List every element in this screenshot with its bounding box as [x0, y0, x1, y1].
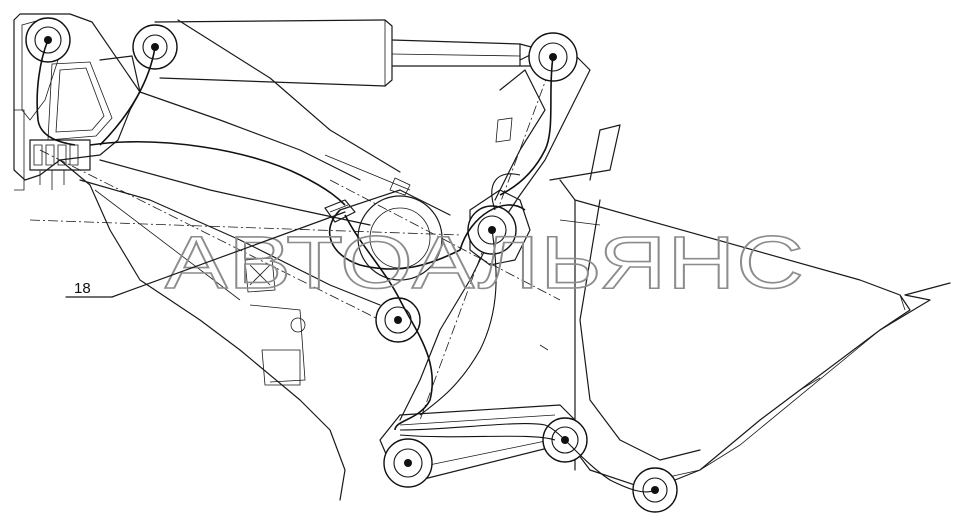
connector-block [29, 139, 91, 190]
watermark-text: АВТОАЛЬЯНС [165, 221, 805, 304]
wiring-harness [36, 39, 656, 493]
pin-boom-lower [375, 297, 421, 343]
callout-18: 18 [65, 211, 346, 298]
pin-link-left [383, 438, 433, 488]
callout-label: 18 [74, 280, 91, 297]
lift-cylinder [154, 19, 546, 87]
boom-arm [29, 19, 461, 501]
bucket [539, 124, 951, 491]
